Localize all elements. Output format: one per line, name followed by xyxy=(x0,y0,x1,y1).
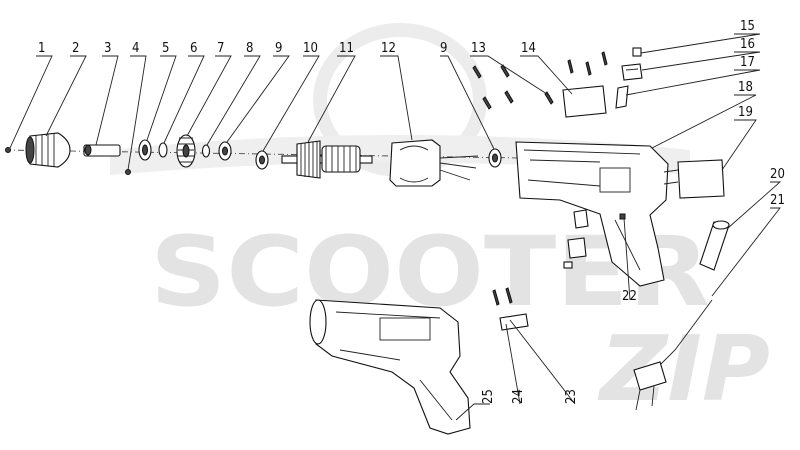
callout-24: 24 xyxy=(511,389,526,404)
callout-9-front: 9 xyxy=(275,41,282,56)
callout-10: 10 xyxy=(303,41,318,56)
part-8-washer xyxy=(201,144,211,158)
callout-17: 17 xyxy=(740,55,755,70)
part-7-gear xyxy=(176,134,196,168)
part-spring-assembly xyxy=(563,209,589,269)
callout-2: 2 xyxy=(72,41,79,56)
part-25-assembled-drill xyxy=(309,299,471,435)
part-1-screw xyxy=(5,147,11,153)
callout-6: 6 xyxy=(190,41,197,56)
callout-25: 25 xyxy=(481,389,496,404)
callout-15: 15 xyxy=(740,19,755,34)
callout-1: 1 xyxy=(38,41,45,56)
callout-8: 8 xyxy=(246,41,253,56)
part-18-housing xyxy=(515,141,669,287)
callout-18: 18 xyxy=(738,80,753,95)
callout-9-rear: 9 xyxy=(440,41,447,56)
part-11-armature xyxy=(281,140,373,179)
part-13-screws xyxy=(472,64,554,110)
callout-14: 14 xyxy=(521,41,536,56)
callout-20: 20 xyxy=(770,167,785,182)
part-4-key xyxy=(125,169,131,175)
callout-22: 22 xyxy=(622,289,637,304)
part-screws-upper xyxy=(567,51,608,76)
part-14-label-plate xyxy=(562,85,607,118)
part-16-brush-holder xyxy=(621,63,643,81)
part-22-screw xyxy=(619,213,626,220)
part-23-24-screws-clamp xyxy=(492,287,529,331)
callout-5: 5 xyxy=(162,41,169,56)
part-19-switch xyxy=(663,159,725,199)
part-3-shaft xyxy=(83,144,121,157)
part-6-ring xyxy=(158,142,168,158)
watermark-tag: ZIP xyxy=(597,317,770,422)
part-12-stator xyxy=(389,139,479,187)
part-20-cable-sleeve xyxy=(699,220,730,271)
part-15-block xyxy=(632,47,642,57)
callout-labels: 1 2 3 4 5 6 7 8 9 10 11 12 9 13 14 15 16… xyxy=(38,19,785,404)
part-5-bearing xyxy=(138,139,152,161)
part-17-carbon-brush xyxy=(615,85,629,109)
callout-3: 3 xyxy=(104,41,111,56)
callout-13: 13 xyxy=(471,41,486,56)
part-9-bearing-front xyxy=(218,141,232,161)
leader-lines xyxy=(9,33,782,421)
part-10-bearing xyxy=(255,150,269,170)
callout-19: 19 xyxy=(738,105,753,120)
callout-23: 23 xyxy=(564,389,579,404)
part-2-chuck xyxy=(25,132,71,168)
callout-11: 11 xyxy=(339,41,354,56)
part-9-bearing-rear xyxy=(488,148,502,168)
part-21-power-cord xyxy=(633,299,713,411)
callout-21: 21 xyxy=(770,193,785,208)
callout-16: 16 xyxy=(740,37,755,52)
callout-12: 12 xyxy=(381,41,396,56)
callout-7: 7 xyxy=(217,41,224,56)
callout-4: 4 xyxy=(132,41,139,56)
